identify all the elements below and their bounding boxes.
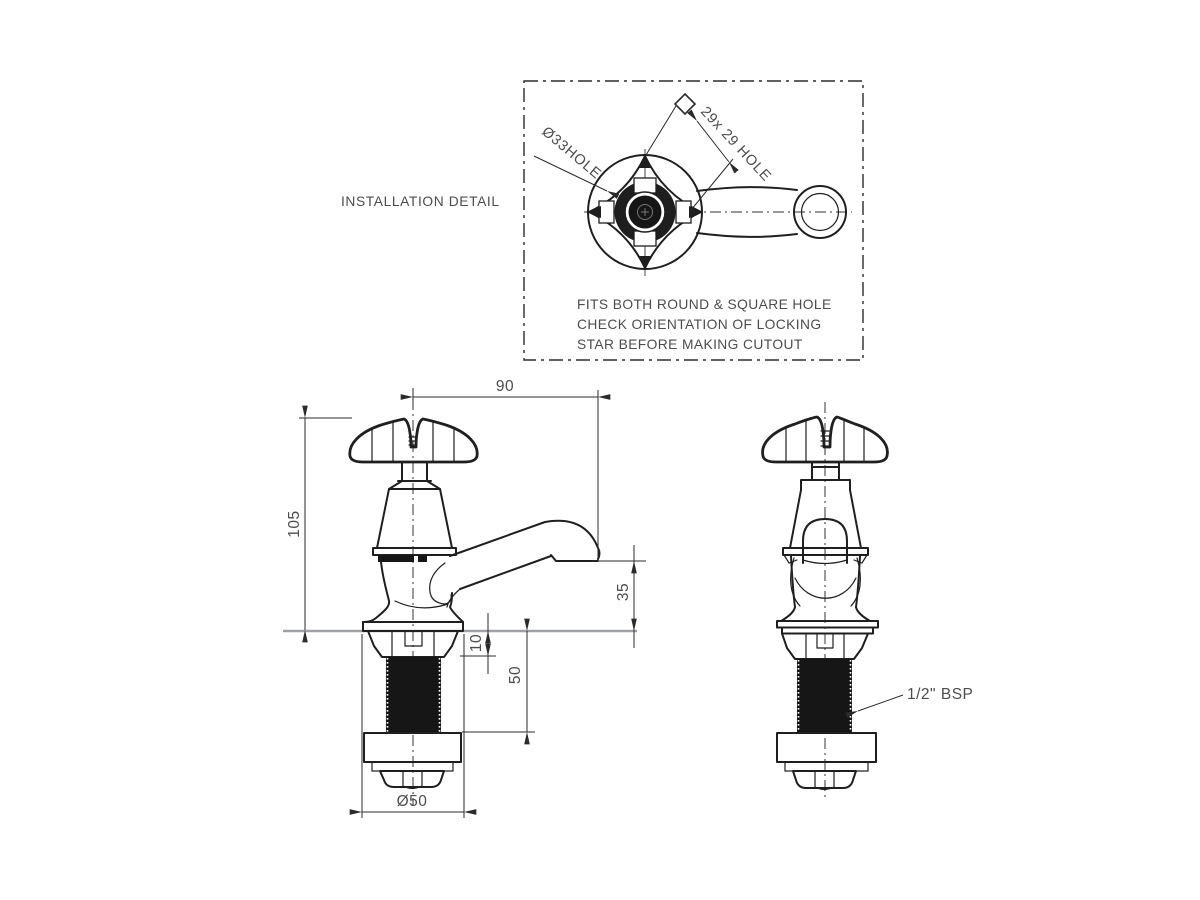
deck-nut-side — [367, 630, 459, 658]
dimension-overall-height: 105 — [286, 405, 352, 643]
spindle-stem-side — [388, 461, 441, 490]
thread-label: 1/2" BSP — [907, 686, 973, 703]
handle-side-details — [371, 420, 455, 462]
bonnet-shadow-band — [378, 555, 414, 562]
spout-root-curl — [429, 562, 452, 605]
square-hole-symbol — [673, 92, 697, 116]
installation-detail-title: INSTALLATION DETAIL — [341, 194, 500, 209]
note-line-3: STAR BEFORE MAKING CUTOUT — [577, 337, 803, 352]
backnut-facets — [402, 770, 423, 790]
handle-front — [761, 415, 889, 464]
deck-nut-facets — [391, 630, 435, 658]
body-right-edge — [449, 592, 464, 623]
spout-outlet-inner-circle — [800, 192, 840, 232]
tap-top-view — [584, 149, 852, 276]
square-hole-label: 29x 29 HOLE — [697, 104, 774, 185]
round-hole-leader-line — [533, 155, 620, 199]
thin-washer-front — [784, 761, 869, 772]
spindle-screw-cross — [641, 208, 649, 216]
tap-front-view: 1/2" BSP — [761, 402, 973, 800]
body-front-curves — [790, 557, 861, 607]
base-flange-side — [362, 621, 464, 632]
thread-annotation: 1/2" BSP — [845, 686, 973, 718]
body-front-edges — [790, 555, 861, 608]
dimension-spout-clearance: 35 — [592, 545, 646, 648]
thread-leader-line — [845, 694, 904, 718]
square-hole-extension-line — [690, 158, 734, 211]
note-line-2: CHECK ORIENTATION OF LOCKING — [577, 317, 822, 332]
installation-detail-section: INSTALLATION DETAIL — [341, 80, 864, 361]
spout-outlet-outer-circle — [793, 185, 847, 239]
body-junction-curves — [394, 588, 461, 609]
backnut-front — [792, 770, 857, 789]
spout-front-dome-bottom — [802, 559, 848, 565]
dim-diameter-50-label: Ø50 — [397, 793, 428, 810]
deck-nut-front-facets — [805, 632, 845, 660]
base-flare-front — [780, 606, 871, 622]
spindle-screw — [637, 204, 653, 220]
note-line-1: FITS BOTH ROUND & SQUARE HOLE — [577, 297, 832, 312]
spout-bottom-edge — [459, 555, 552, 590]
dim-10-label: 10 — [468, 634, 485, 652]
dimension-spout-reach: 90 — [400, 378, 611, 557]
spout-outlet — [550, 554, 599, 562]
backnut-side — [379, 770, 445, 788]
star-key-west — [598, 200, 615, 224]
dim-90-label: 90 — [496, 378, 514, 395]
body-left-edge — [362, 561, 391, 623]
detail-boundary-box — [523, 80, 864, 361]
spout-plan-bottom-edge — [696, 232, 798, 238]
bonnet-front — [782, 489, 869, 556]
dimension-shank-length: 50 — [462, 618, 535, 745]
handle-front-details — [785, 419, 865, 462]
spout-plan-top-edge — [696, 186, 798, 192]
dimension-base-diameter: Ø50 — [349, 634, 477, 818]
square-hole-extension-line-2 — [645, 105, 677, 156]
deck-nut-front — [781, 632, 869, 660]
dim-35-label: 35 — [615, 583, 632, 601]
spout-front-dome — [802, 518, 848, 564]
bonnet-side — [372, 488, 457, 556]
bonnet-shadow-band-2 — [418, 555, 427, 562]
spout-top-edge — [449, 519, 601, 560]
dimension-deck-thickness: 10 — [460, 613, 496, 674]
star-key-east — [675, 200, 692, 224]
star-key-south — [633, 230, 657, 247]
bonnet-flange-tabs — [783, 554, 868, 564]
handle-side — [348, 417, 479, 464]
dim-50-label: 50 — [507, 666, 524, 684]
backnut-front-facets — [814, 770, 835, 791]
tap-side-view: 90 105 35 10 50 — [283, 378, 646, 818]
backing-washer-front — [776, 732, 877, 763]
threaded-shank-side — [386, 657, 441, 733]
square-hole-dimension-line — [687, 109, 739, 174]
dim-105-label: 105 — [286, 510, 303, 537]
spindle-stem-front — [800, 461, 851, 491]
installation-note: FITS BOTH ROUND & SQUARE HOLE CHECK ORIE… — [577, 297, 832, 352]
threaded-shank-front — [797, 659, 852, 733]
star-key-north — [633, 177, 657, 194]
